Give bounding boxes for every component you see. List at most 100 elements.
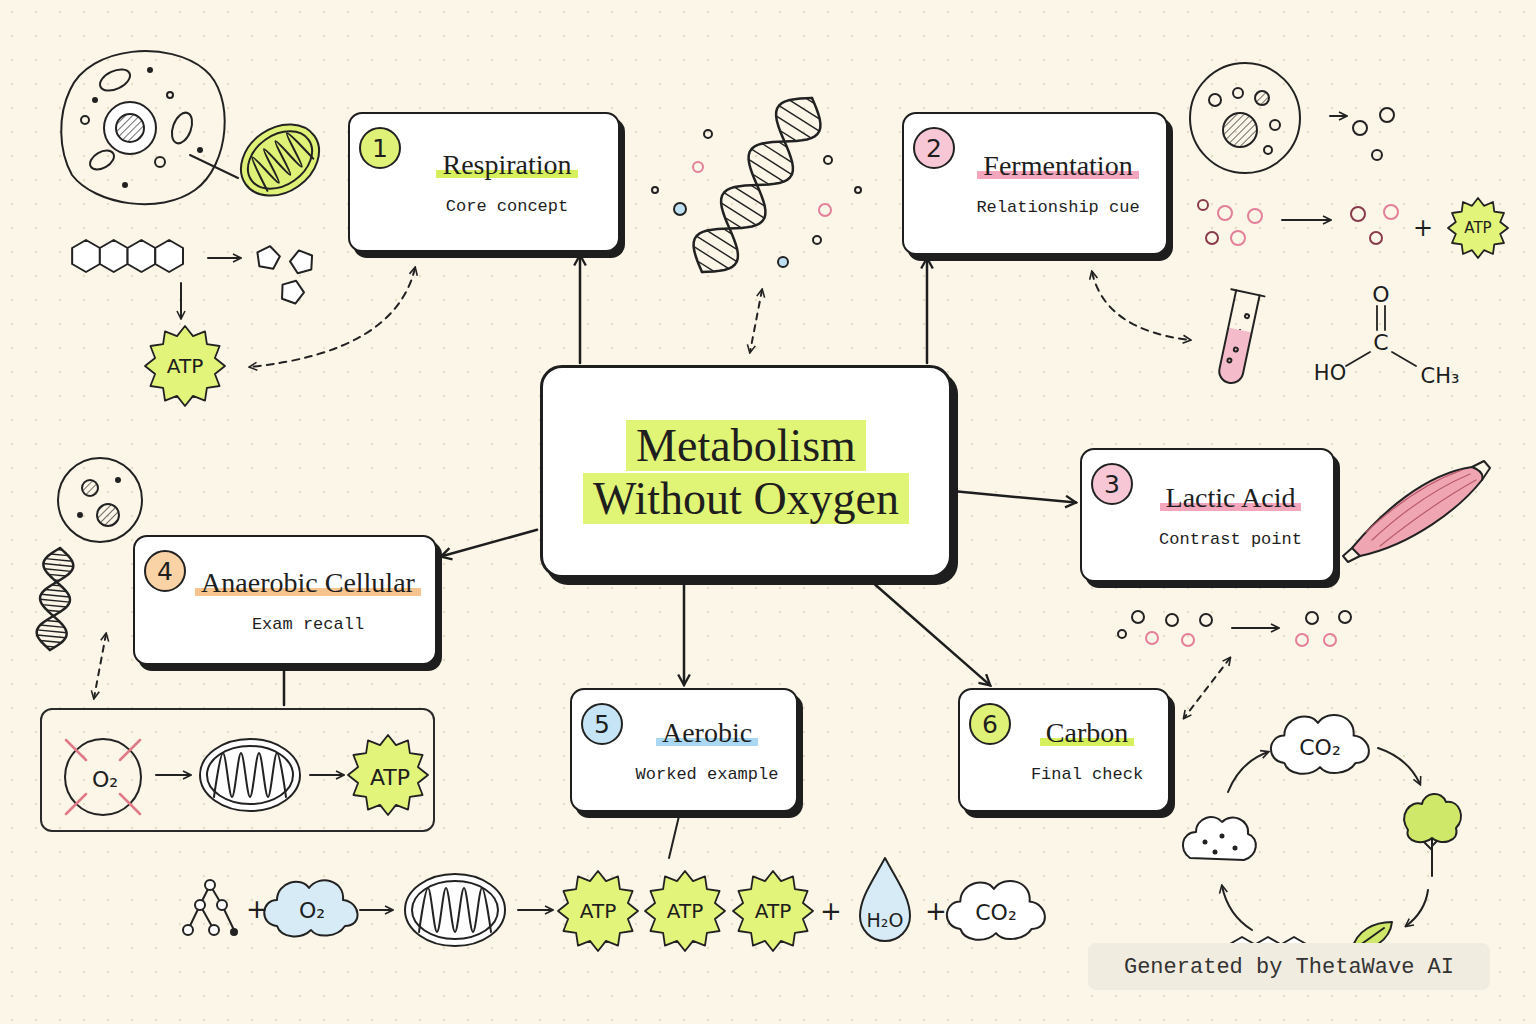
- topic-heading: Fermentation: [977, 150, 1138, 182]
- sugar-units: [257, 246, 312, 303]
- oxygen-cloud: [264, 880, 357, 936]
- glucose-dots: [1351, 207, 1365, 221]
- dashed-link: [250, 268, 415, 367]
- topic-subtitle: Relationship cue: [976, 198, 1139, 217]
- glucose-chain: [128, 240, 156, 272]
- chem-label: H₂O: [867, 909, 904, 931]
- mitochondrion: [405, 874, 505, 946]
- cell: [1223, 113, 1257, 147]
- arrow: [156, 774, 190, 776]
- chem-label: HO: [1314, 361, 1346, 385]
- dashed-link: [1184, 658, 1230, 718]
- co2-cloud: [1271, 715, 1369, 774]
- mitochondrion: [412, 881, 498, 939]
- chem-label: ATP: [667, 899, 703, 923]
- glucose-dots: [1384, 205, 1398, 219]
- connector: [579, 255, 582, 363]
- dna-helix: [779, 106, 819, 132]
- sugar-units: [290, 250, 312, 273]
- particles: [693, 162, 703, 172]
- co2-cloud: [1271, 715, 1369, 774]
- callout-number: 2: [913, 127, 955, 169]
- mitochondrion: [214, 753, 286, 797]
- arrow: [180, 283, 182, 318]
- lactate-dots: [1324, 634, 1336, 646]
- topic-heading: Carbon: [1040, 717, 1134, 749]
- chem-label: ATP: [755, 899, 791, 923]
- cycle-arrow: [1228, 752, 1268, 792]
- glucose-dots: [1282, 219, 1330, 221]
- animal-cell: [104, 102, 156, 154]
- test-tube: [1231, 289, 1264, 296]
- water-drop: [860, 858, 910, 941]
- dna-helix: [41, 594, 69, 597]
- atp-star: [1448, 198, 1508, 258]
- arrow: [518, 909, 552, 911]
- dashed-link: [750, 290, 762, 352]
- symbol-text: +: [1413, 214, 1433, 242]
- animal-cell: [61, 51, 238, 204]
- glucose-dots: [1248, 209, 1262, 223]
- dna-helix: [37, 630, 66, 633]
- particles: [813, 236, 821, 244]
- lactic-acid-structure: [1346, 306, 1416, 366]
- no-oxygen-symbol: [66, 740, 140, 814]
- symbol-text: +: [820, 896, 842, 926]
- central-topic: Metabolism Without Oxygen: [540, 365, 952, 578]
- cell: [1190, 63, 1300, 173]
- chem-label: CH₃: [1421, 364, 1460, 388]
- test-tube: [1233, 347, 1238, 352]
- cell: [58, 458, 142, 542]
- symbol-text: +: [246, 894, 268, 924]
- callout-number: 6: [969, 703, 1011, 745]
- cycle-arrow: [1406, 890, 1428, 926]
- dna-helix: [694, 98, 821, 272]
- glucose-molecule: [209, 925, 219, 935]
- particles: [652, 187, 658, 193]
- topic-heading: Aerobic: [656, 717, 758, 749]
- mitochondrion: [207, 746, 293, 804]
- title-text: Metabolism Without Oxygen: [583, 420, 909, 524]
- co2-cloud: [947, 881, 1045, 940]
- cell: [82, 480, 98, 496]
- glucose-chain: [100, 240, 128, 272]
- topic-subtitle: Core concept: [446, 197, 568, 216]
- animal-cell: [123, 183, 127, 187]
- particles: [855, 187, 861, 193]
- symbol-text: O: [1372, 282, 1389, 307]
- mitochondrion: [419, 888, 491, 932]
- topic-card: 2FermentationRelationship cue: [902, 112, 1168, 255]
- mitochondrion: [405, 874, 505, 946]
- test-tube: [1245, 314, 1250, 319]
- symbol-label: ATP: [370, 765, 410, 790]
- cycle-arrow: [1378, 748, 1420, 784]
- muscle: [1343, 461, 1490, 562]
- chem-label: CO₂: [975, 900, 1017, 925]
- animal-cell: [81, 116, 89, 124]
- watermark: Generated by ThetaWave AI: [1124, 955, 1454, 980]
- dna-helix: [45, 569, 72, 572]
- animal-cell: [168, 110, 196, 146]
- test-tube: [1212, 289, 1264, 386]
- dna-helix: [42, 605, 66, 607]
- lactate-dots: [1146, 632, 1158, 644]
- dna-helix: [37, 635, 65, 638]
- lactate-dots: [1232, 627, 1278, 629]
- cell: [1255, 91, 1269, 105]
- atp-star: [645, 871, 725, 951]
- glucose-molecule: [183, 880, 237, 935]
- connector: [683, 580, 686, 685]
- lactate-dots: [1166, 614, 1178, 626]
- connector: [441, 530, 537, 557]
- animal-cell: [93, 98, 97, 102]
- topic-card: 4Anaerobic CellularExam recall: [133, 535, 437, 665]
- symbol-text: +: [925, 896, 947, 926]
- topic-subtitle: Contrast point: [1159, 530, 1302, 549]
- topic-heading: Lactic Acid: [1160, 482, 1302, 514]
- lactate-dots: [1339, 611, 1351, 623]
- atp-stars: [145, 198, 1508, 951]
- decay-cloud: [1234, 847, 1237, 850]
- chem-label: O₂: [299, 898, 325, 923]
- glucose-dots: [1218, 206, 1232, 220]
